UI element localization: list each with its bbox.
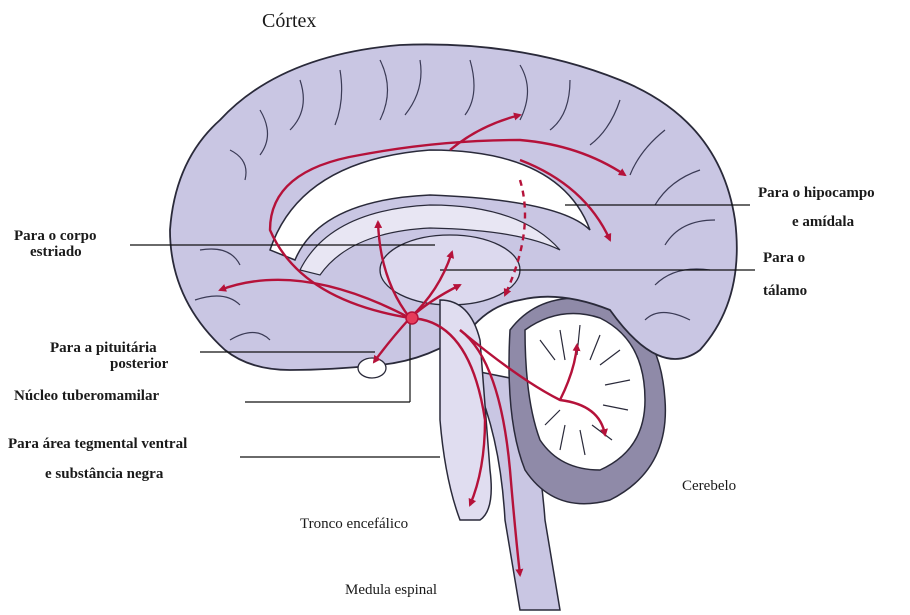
- label-spinal-cord: Medula espinal: [345, 582, 437, 599]
- tuberomammillary-nucleus-dot: [406, 312, 418, 324]
- label-striatum-line1: Para o corpo: [14, 228, 96, 245]
- label-thalamus-line2: tálamo: [763, 283, 807, 300]
- label-tuberomammillary-nucleus: Núcleo tuberomamilar: [14, 388, 159, 405]
- label-pituitary-line1: Para a pituitária: [50, 340, 157, 357]
- label-hippocampus-line1: Para o hipocampo: [758, 185, 875, 202]
- label-vta-line2: e substância negra: [45, 466, 163, 483]
- label-pituitary-line2: posterior: [110, 356, 168, 373]
- label-brainstem: Tronco encefálico: [300, 516, 408, 533]
- pituitary-shape: [358, 358, 386, 378]
- label-vta-line1: Para área tegmental ventral: [8, 436, 187, 453]
- label-cerebellum: Cerebelo: [682, 478, 736, 495]
- label-cortex: Córtex: [262, 10, 316, 32]
- label-striatum-line2: estriado: [30, 244, 82, 261]
- label-thalamus-line1: Para o: [763, 250, 805, 267]
- label-hippocampus-line2: e amídala: [792, 214, 854, 231]
